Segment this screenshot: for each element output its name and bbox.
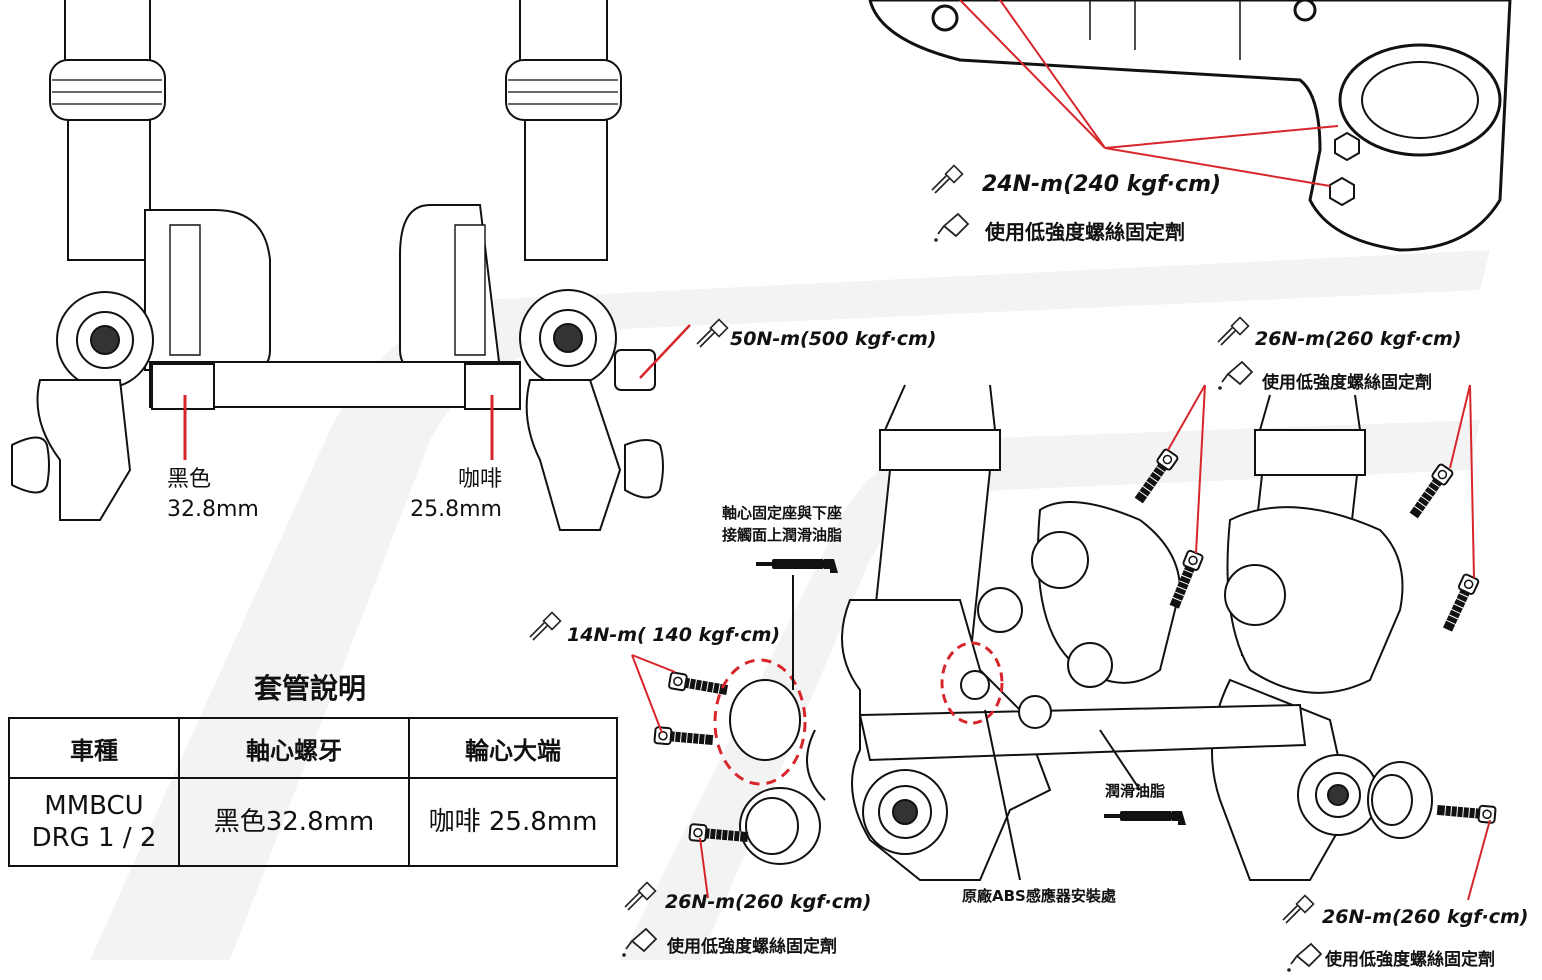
cell-axle-thread: 黑色32.8mm	[178, 777, 410, 867]
axle-grease-note-line2: 接觸面上潤滑油脂	[722, 526, 843, 544]
caliper-bolt-1	[667, 671, 730, 699]
sleeve-right-label: 咖啡 25.8mm	[402, 465, 502, 525]
torque-label-26-lower-right: 26N-m(260 kgf·cm)	[1322, 906, 1529, 928]
watermark-logo-lower	[620, 420, 1480, 960]
torque24-callouts	[959, 0, 1339, 187]
table-header-row: 車種 軸心螺牙 輪心大端	[8, 717, 618, 779]
threadlock-label-top: 使用低強度螺絲固定劑	[985, 220, 1185, 244]
sleeve-right-color: 咖啡	[457, 467, 502, 492]
torque-wrench-icon-3	[1217, 316, 1250, 346]
torque-wrench-icon	[931, 164, 964, 194]
torque-label-26-lower-left: 26N-m(260 kgf·cm)	[665, 891, 872, 913]
grease-gun-icon-2	[1104, 811, 1186, 825]
caliper-bolt-2	[653, 726, 715, 750]
torque-wrench-icon-6	[1282, 894, 1315, 924]
watermark-logo	[90, 250, 1490, 960]
table-title: 套管說明	[253, 672, 366, 705]
header-hub-end: 輪心大端	[408, 717, 618, 779]
threadlocker-bottle-icon-4	[1286, 943, 1322, 973]
cell-model: MMBCU DRG 1 / 2	[8, 777, 180, 867]
cell-hub-end: 咖啡 25.8mm	[408, 777, 618, 867]
triple-clamp	[868, 0, 1512, 252]
axle-grease-note-line1: 軸心固定座與下座	[722, 504, 843, 522]
axle-grease-note: 軸心固定座與下座 接觸面上潤滑油脂	[722, 502, 842, 546]
threadlock-label-lower-left: 使用低強度螺絲固定劑	[667, 937, 837, 957]
torque-wrench-icon-4	[529, 611, 562, 641]
fork-assembly-top-left	[11, 0, 664, 531]
sleeve-left-label: 黑色 32.8mm	[167, 465, 259, 525]
threadlocker-bottle-icon	[933, 213, 969, 243]
header-model: 車種	[8, 717, 180, 779]
header-axle-thread: 軸心螺牙	[178, 717, 410, 779]
caliper-mount-bolt-4	[1439, 572, 1481, 634]
threadlocker-bottle-icon-2	[1217, 361, 1253, 391]
lower-callout-lines	[631, 384, 1491, 901]
exploded-fork-lower	[729, 384, 1433, 881]
note-leader-lines	[792, 575, 1141, 881]
torque-label-24: 24N-m(240 kgf·cm)	[982, 172, 1222, 197]
abs-sensor-highlight	[940, 641, 1004, 725]
torque50-callout	[639, 324, 691, 379]
threadlock-label-lower-right: 使用低強度螺絲固定劑	[1325, 950, 1495, 970]
sleeve-right-size: 25.8mm	[410, 497, 502, 522]
torque-label-50: 50N-m(500 kgf·cm)	[730, 328, 937, 350]
sleeve-left-color: 黑色	[167, 467, 212, 492]
axle-bolt-right	[1435, 800, 1497, 824]
sleeve-spec-table: 車種 軸心螺牙 輪心大端 MMBCU DRG 1 / 2 黑色32.8mm 咖啡…	[8, 717, 618, 867]
axle-holder-highlight	[713, 658, 807, 786]
torque-label-14: 14N-m( 140 kgf·cm)	[567, 624, 781, 646]
table-row: MMBCU DRG 1 / 2 黑色32.8mm 咖啡 25.8mm	[8, 777, 618, 867]
torque-label-26-upper: 26N-m(260 kgf·cm)	[1255, 328, 1462, 350]
sleeve-left-size: 32.8mm	[167, 497, 259, 522]
threadlock-label-right: 使用低強度螺絲固定劑	[1262, 373, 1432, 393]
grease-note: 潤滑油脂	[1105, 782, 1166, 800]
abs-sensor-note: 原廠ABS感應器安裝處	[962, 887, 1116, 905]
